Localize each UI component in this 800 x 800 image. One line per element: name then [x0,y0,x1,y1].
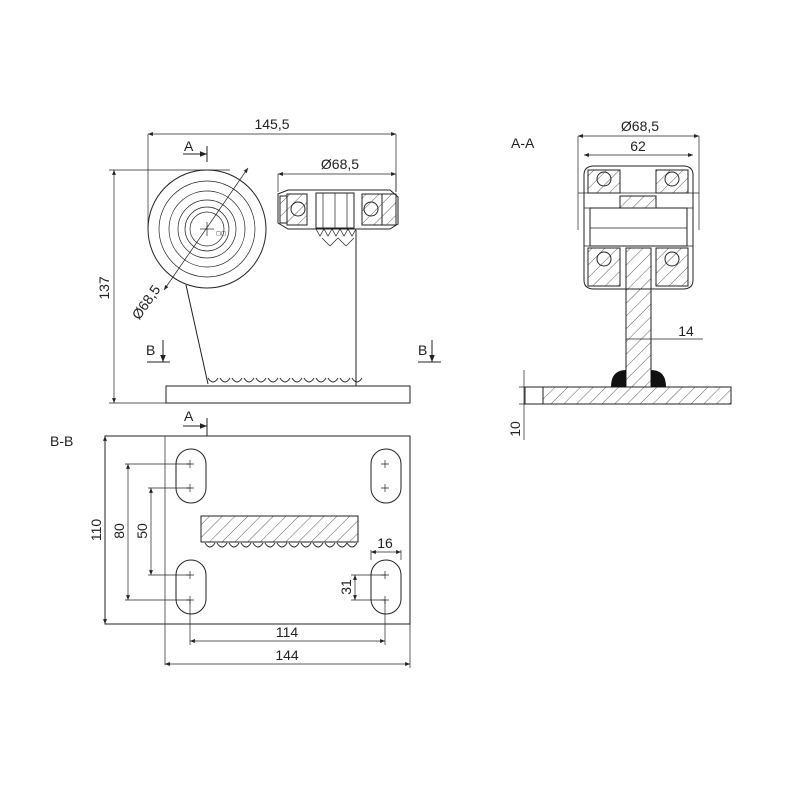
dim-bb-height-label: 110 [88,519,104,542]
bb-weld-bead [204,542,358,548]
section-bb-view: B-B A [50,408,411,668]
aa-weld-right [651,370,666,387]
bb-slot-bottom-right [370,559,402,615]
dim-bb-slot-outer-label: 80 [111,523,127,539]
dim-bb-slot-length: 31 [338,574,385,601]
section-bb-title: B-B [50,433,73,449]
dim-bb-slot-width: 16 [370,535,402,560]
bb-stem-section [200,515,359,543]
dim-aa-outer-diameter: Ø68,5 [577,118,700,230]
dim-bb-slot-length-label: 31 [338,579,354,595]
front-weld-bead [207,377,363,383]
dim-bb-hole-spacing: 114 [189,600,386,645]
section-aa-view: A-A [507,118,732,440]
dim-front-bearing-diameter-label: Ø68,5 [321,156,359,172]
bb-slot-top-right [370,448,402,504]
dim-front-height-label: 137 [96,276,112,300]
section-mark-a-front-label: A [184,138,194,154]
dim-bb-width: 144 [165,624,411,668]
aa-base-plate [542,386,732,405]
dim-bb-width-label: 144 [275,647,299,663]
front-view: ◻◻ [96,116,441,404]
front-base-plate [165,385,411,404]
dim-bb-slot-width-label: 16 [377,535,393,551]
dim-front-bearing-diameter: Ø68,5 [277,156,397,192]
dim-front-width: 145,5 [147,116,397,230]
section-mark-a-bb: A [164,408,208,665]
aa-weld-left [611,370,626,387]
wheel-logo: ◻◻ [216,231,226,237]
section-mark-b-right-label: B [418,342,427,358]
dim-bb-hole-spacing-label: 114 [276,624,299,640]
dim-front-height: 137 [96,169,230,404]
aa-wheel-housing [578,165,699,290]
aa-stem [625,247,652,388]
dim-aa-outer-diameter-label: Ø68,5 [621,118,659,134]
section-mark-b-right: B [418,340,441,363]
section-mark-a-bb-label: A [184,408,194,424]
dim-front-wheel-diameter: Ø68,5 [128,167,249,323]
dim-aa-inner-label: 62 [630,138,646,154]
dim-bb-slot-outer: 80 [111,463,190,601]
dim-bb-slot-inner-label: 50 [134,523,150,539]
section-mark-b-left: B [146,340,170,363]
bb-slot-bottom-left [175,559,207,615]
dim-bb-slot-inner: 50 [134,487,190,576]
bb-slot-top-left [175,448,207,504]
dim-aa-stem-label: 14 [678,323,694,339]
section-aa-title: A-A [511,135,535,151]
dim-aa-plate-thickness-label: 10 [507,421,523,437]
dim-aa-stem: 14 [626,323,703,346]
front-wheel: ◻◻ [147,169,267,289]
dim-front-wheel-diameter-label: Ø68,5 [128,282,163,323]
section-mark-a-front: A [183,138,208,162]
dim-aa-inner: 62 [584,138,693,157]
front-bearing-housing [277,189,399,247]
dim-aa-plate-thickness: 10 [507,370,543,440]
dim-front-width-label: 145,5 [254,116,289,132]
section-mark-b-left-label: B [146,342,155,358]
dim-bb-height: 110 [88,436,107,624]
